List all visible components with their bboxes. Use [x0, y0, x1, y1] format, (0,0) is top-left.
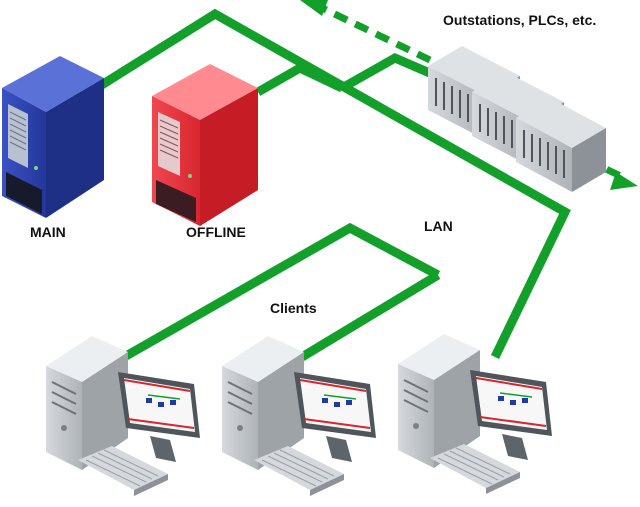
client-link-1 [123, 222, 441, 360]
outstations-label: Outstations, PLCs, etc. [443, 12, 597, 28]
offline-label: OFFLINE [186, 224, 246, 240]
lan-label: LAN [424, 218, 453, 234]
main-label: MAIN [30, 224, 66, 240]
client-link-2 [299, 271, 441, 361]
main-server-icon [2, 56, 104, 218]
client-workstation-2 [221, 335, 377, 497]
arrow-head-left [300, 0, 328, 16]
client-workstation-1 [46, 336, 200, 496]
outstation-link [339, 52, 434, 92]
offline-link [255, 62, 344, 96]
lan-trunk [97, 8, 571, 359]
arrow-head-right [610, 172, 638, 190]
client-workstation-3 [397, 333, 553, 495]
offline-server-icon [152, 64, 258, 226]
clients-label: Clients [270, 300, 317, 316]
lan-network [97, 8, 571, 361]
plc-rack-3 [516, 98, 606, 192]
